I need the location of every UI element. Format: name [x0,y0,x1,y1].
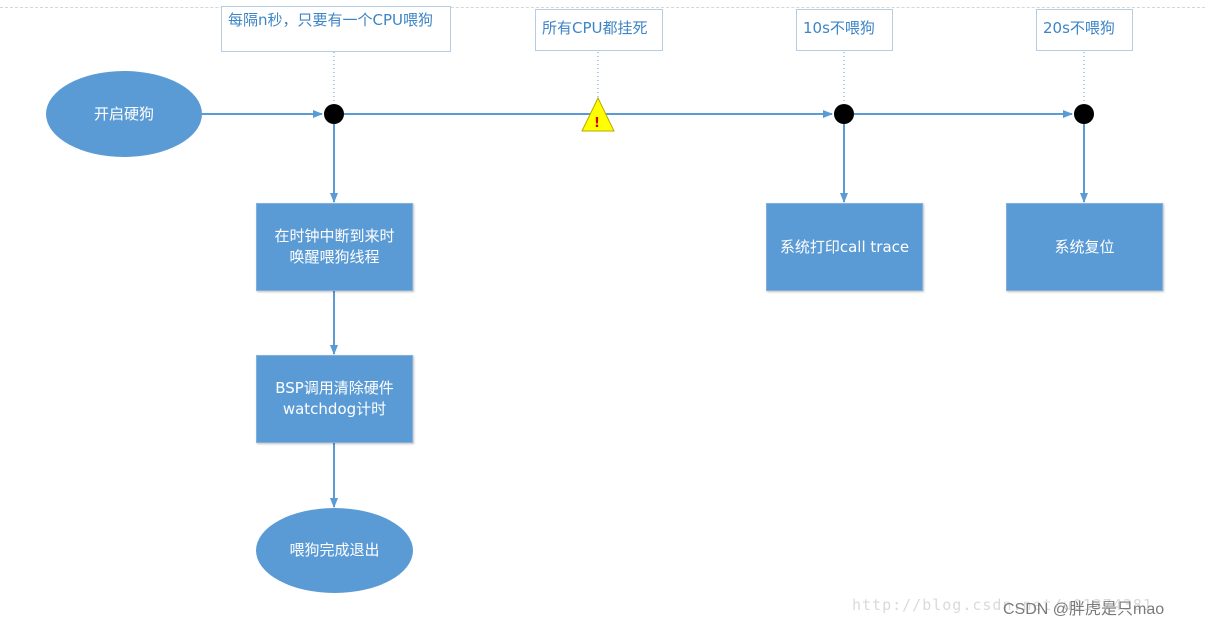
callout-no-feed-20s: 20s不喂狗 [1036,9,1133,51]
csdn-credit-watermark: CSDN @胖虎是只mao [1003,601,1165,618]
bsp-clear-watchdog-node: BSP调用清除硬件 watchdog计时 [256,355,413,443]
system-reset-node: 系统复位 [1006,203,1163,291]
callout-interval-feed: 每隔n秒，只要有一个CPU喂狗 [221,6,451,52]
page-top-border [0,7,1205,8]
feed-done-exit-node: 喂狗完成退出 [256,508,413,593]
start-watchdog-node: 开启硬狗 [46,71,202,157]
event-dot-interval [324,104,344,124]
warning-symbol: ! [594,116,600,131]
callout-all-cpu-hang: 所有CPU都挂死 [535,9,663,51]
blog-url-watermark: http://blog.csdn.net/u01374381 [852,596,1153,614]
print-call-trace-node: 系统打印call trace [766,203,923,291]
event-dot-10s [834,104,854,124]
wake-feed-thread-node: 在时钟中断到来时 唤醒喂狗线程 [256,203,413,291]
event-dot-20s [1074,104,1094,124]
warning-icon: ! [581,96,615,132]
callout-no-feed-10s: 10s不喂狗 [796,9,893,51]
